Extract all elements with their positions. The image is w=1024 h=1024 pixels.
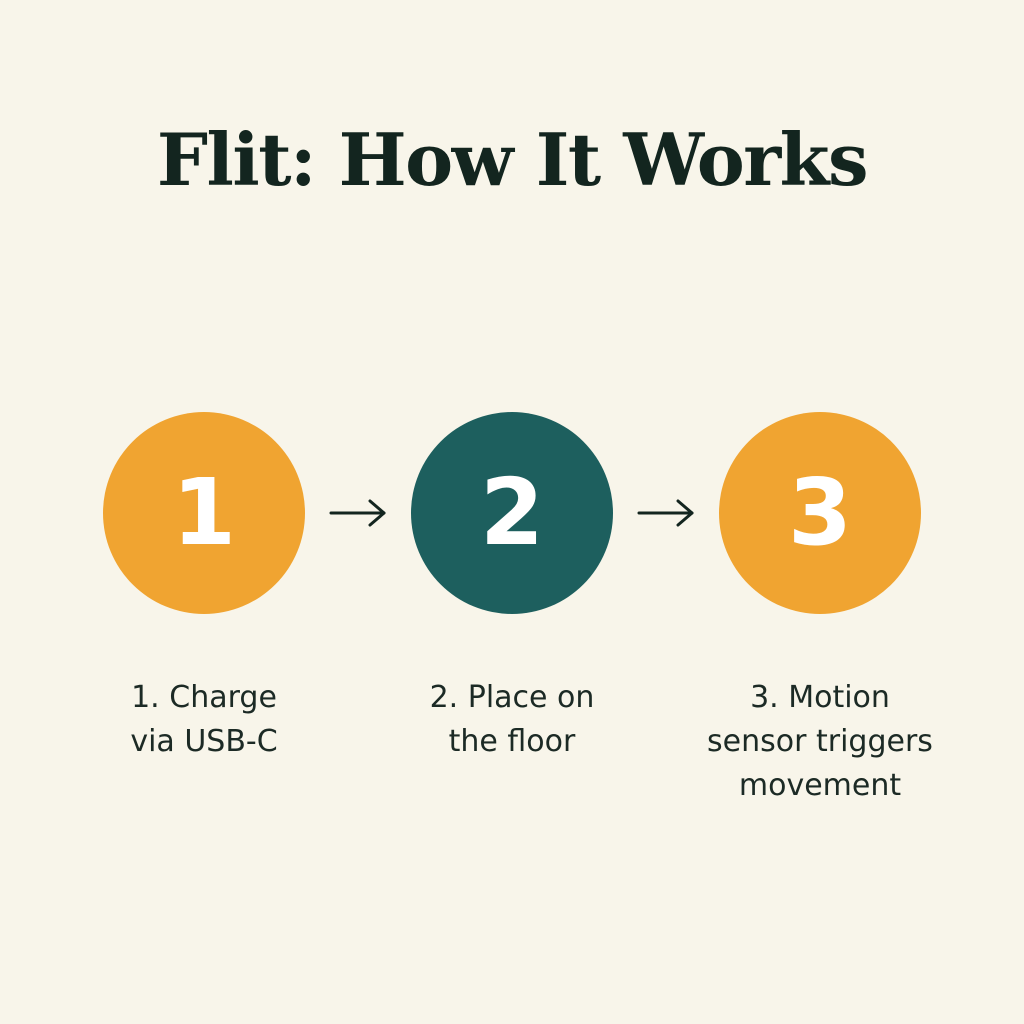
step-1-caption: 1. Charge via USB-C: [54, 676, 354, 764]
step-3-caption-line-1: 3. Motion: [750, 680, 890, 715]
step-3: 3 3. Motion sensor triggers movement: [670, 412, 970, 812]
step-1-caption-line-1: 1. Charge: [131, 680, 277, 715]
step-3-circle: 3: [719, 412, 921, 614]
step-2-caption-line-1: 2. Place on: [429, 680, 595, 715]
page-title: Flit: How It Works: [156, 117, 869, 202]
step-1: 1 1. Charge via USB-C: [54, 412, 354, 812]
step-2-caption-line-2: the floor: [448, 724, 576, 759]
step-2-caption: 2. Place on the floor: [362, 676, 662, 764]
step-2: 2 2. Place on the floor: [362, 412, 662, 812]
step-3-caption: 3. Motion sensor triggers movement: [670, 676, 970, 808]
step-2-circle: 2: [411, 412, 613, 614]
step-3-caption-line-3: movement: [738, 768, 902, 803]
step-1-number: 1: [171, 459, 236, 566]
step-3-number: 3: [787, 459, 852, 566]
arrow-right-icon: [329, 499, 386, 527]
step-1-caption-line-2: via USB-C: [130, 724, 278, 759]
arrow-right-icon: [637, 499, 694, 527]
step-1-circle: 1: [103, 412, 305, 614]
step-2-number: 2: [479, 459, 544, 566]
step-3-caption-line-2: sensor triggers: [707, 724, 933, 759]
